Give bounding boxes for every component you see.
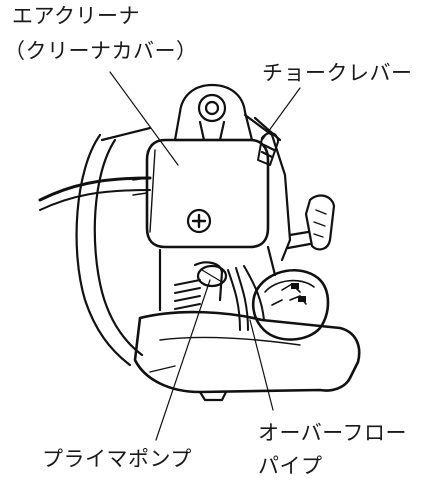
leader-overflow-pipe bbox=[249, 319, 274, 411]
cylinder-fins bbox=[174, 279, 201, 310]
leader-choke-lever bbox=[259, 87, 301, 144]
overflow-pipe-label: オーバーフロー bbox=[258, 421, 408, 445]
fuel-line bbox=[227, 269, 241, 331]
leader-air-cleaner bbox=[109, 71, 179, 166]
air-cleaner-label: エアクリーナ bbox=[12, 4, 140, 28]
choke-lever bbox=[257, 132, 279, 166]
engine-body bbox=[75, 133, 132, 367]
air-cleaner-cover bbox=[145, 138, 270, 249]
cover-screw bbox=[186, 208, 212, 234]
primer-pump-label: プライマポンプ bbox=[42, 447, 192, 471]
throttle-trigger bbox=[304, 194, 336, 251]
overflow-pipe-label-line2: パイプ bbox=[258, 454, 323, 478]
air-cleaner-cover-label: （クリーナカバー） bbox=[4, 39, 198, 63]
top-mount bbox=[173, 83, 254, 142]
throttle-cable bbox=[38, 176, 152, 202]
primer-pump-bulb bbox=[196, 264, 228, 288]
choke-lever-label: チョークレバー bbox=[262, 61, 413, 85]
leader-primer-pump bbox=[155, 279, 211, 441]
